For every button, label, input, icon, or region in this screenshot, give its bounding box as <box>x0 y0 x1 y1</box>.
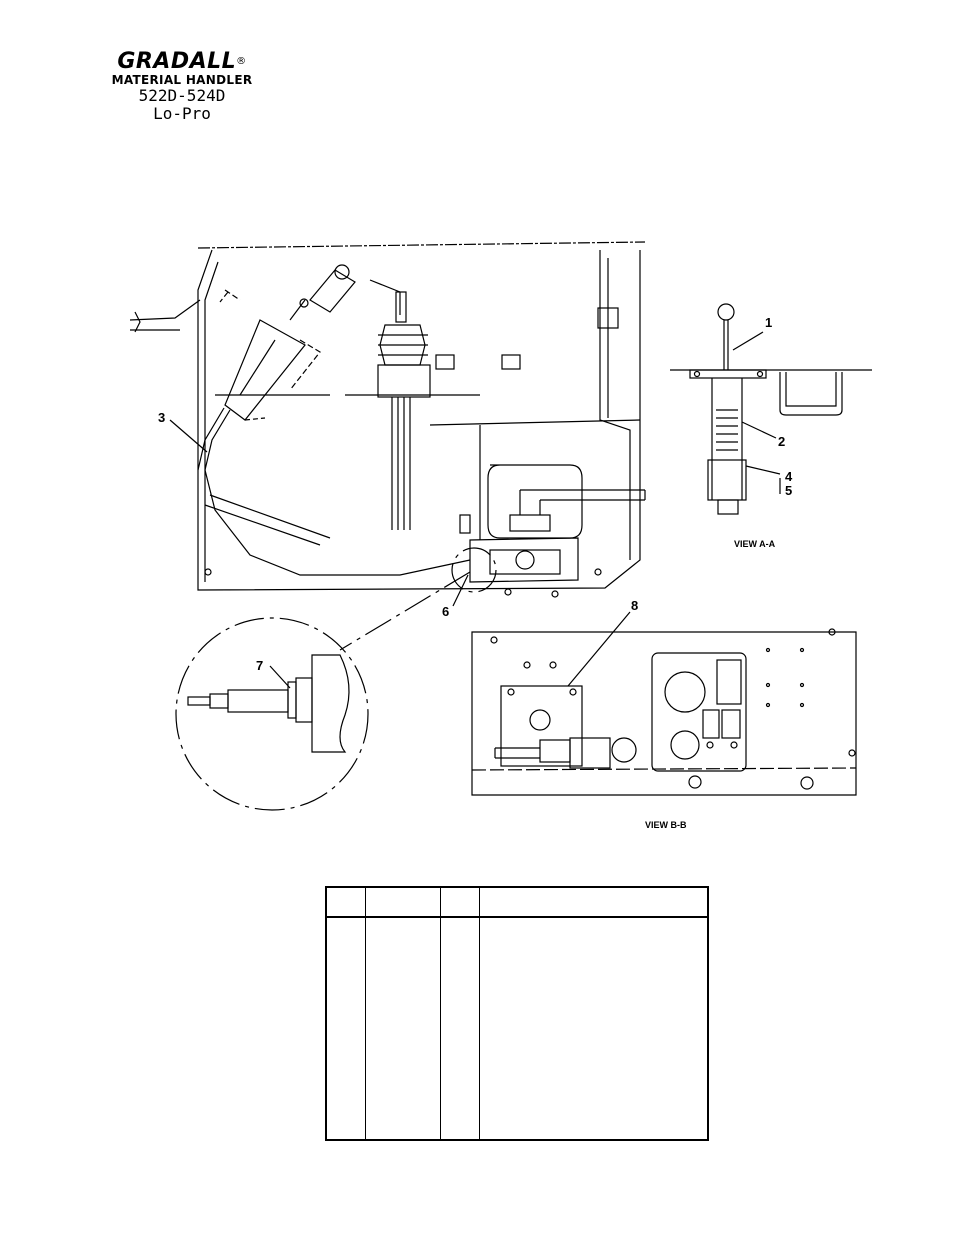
joystick-assembly <box>369 279 521 530</box>
document-header: GRADALL® MATERIAL HANDLER 522D-524D Lo-P… <box>92 50 272 123</box>
valve-assembly <box>459 464 646 598</box>
brand-logo: GRADALL® <box>117 49 247 74</box>
callout-2: 2 <box>778 434 785 449</box>
callout-3: 3 <box>158 410 165 425</box>
header-variant: Lo-Pro <box>153 104 211 123</box>
header-subtitle: MATERIAL HANDLER <box>111 73 253 87</box>
parts-table-header <box>327 888 707 918</box>
callout-7: 7 <box>256 658 263 673</box>
callout-4: 4 <box>785 469 793 484</box>
leader-lines <box>169 331 781 689</box>
detail-circle-7 <box>175 547 497 811</box>
cab-panel-drawing <box>129 241 646 591</box>
parts-table <box>325 886 709 1141</box>
callout-6: 6 <box>442 604 449 619</box>
callout-8: 8 <box>631 598 638 613</box>
callout-5: 5 <box>785 483 792 498</box>
view-a-label: VIEW A-A <box>734 539 776 549</box>
callout-labels: 1 2 3 4 5 6 7 8 VIEW A-A VIEW B-B <box>158 315 793 830</box>
callout-1: 1 <box>765 315 772 330</box>
table-column-divider <box>479 888 480 1139</box>
header-model: 522D-524D <box>138 86 226 105</box>
table-column-divider <box>365 888 366 1139</box>
control-cable-assembly <box>197 264 471 576</box>
table-column-divider <box>440 888 441 1139</box>
view-b-label: VIEW B-B <box>645 820 687 830</box>
view-b-b-drawing <box>471 628 857 796</box>
view-a-a-drawing <box>670 303 872 515</box>
